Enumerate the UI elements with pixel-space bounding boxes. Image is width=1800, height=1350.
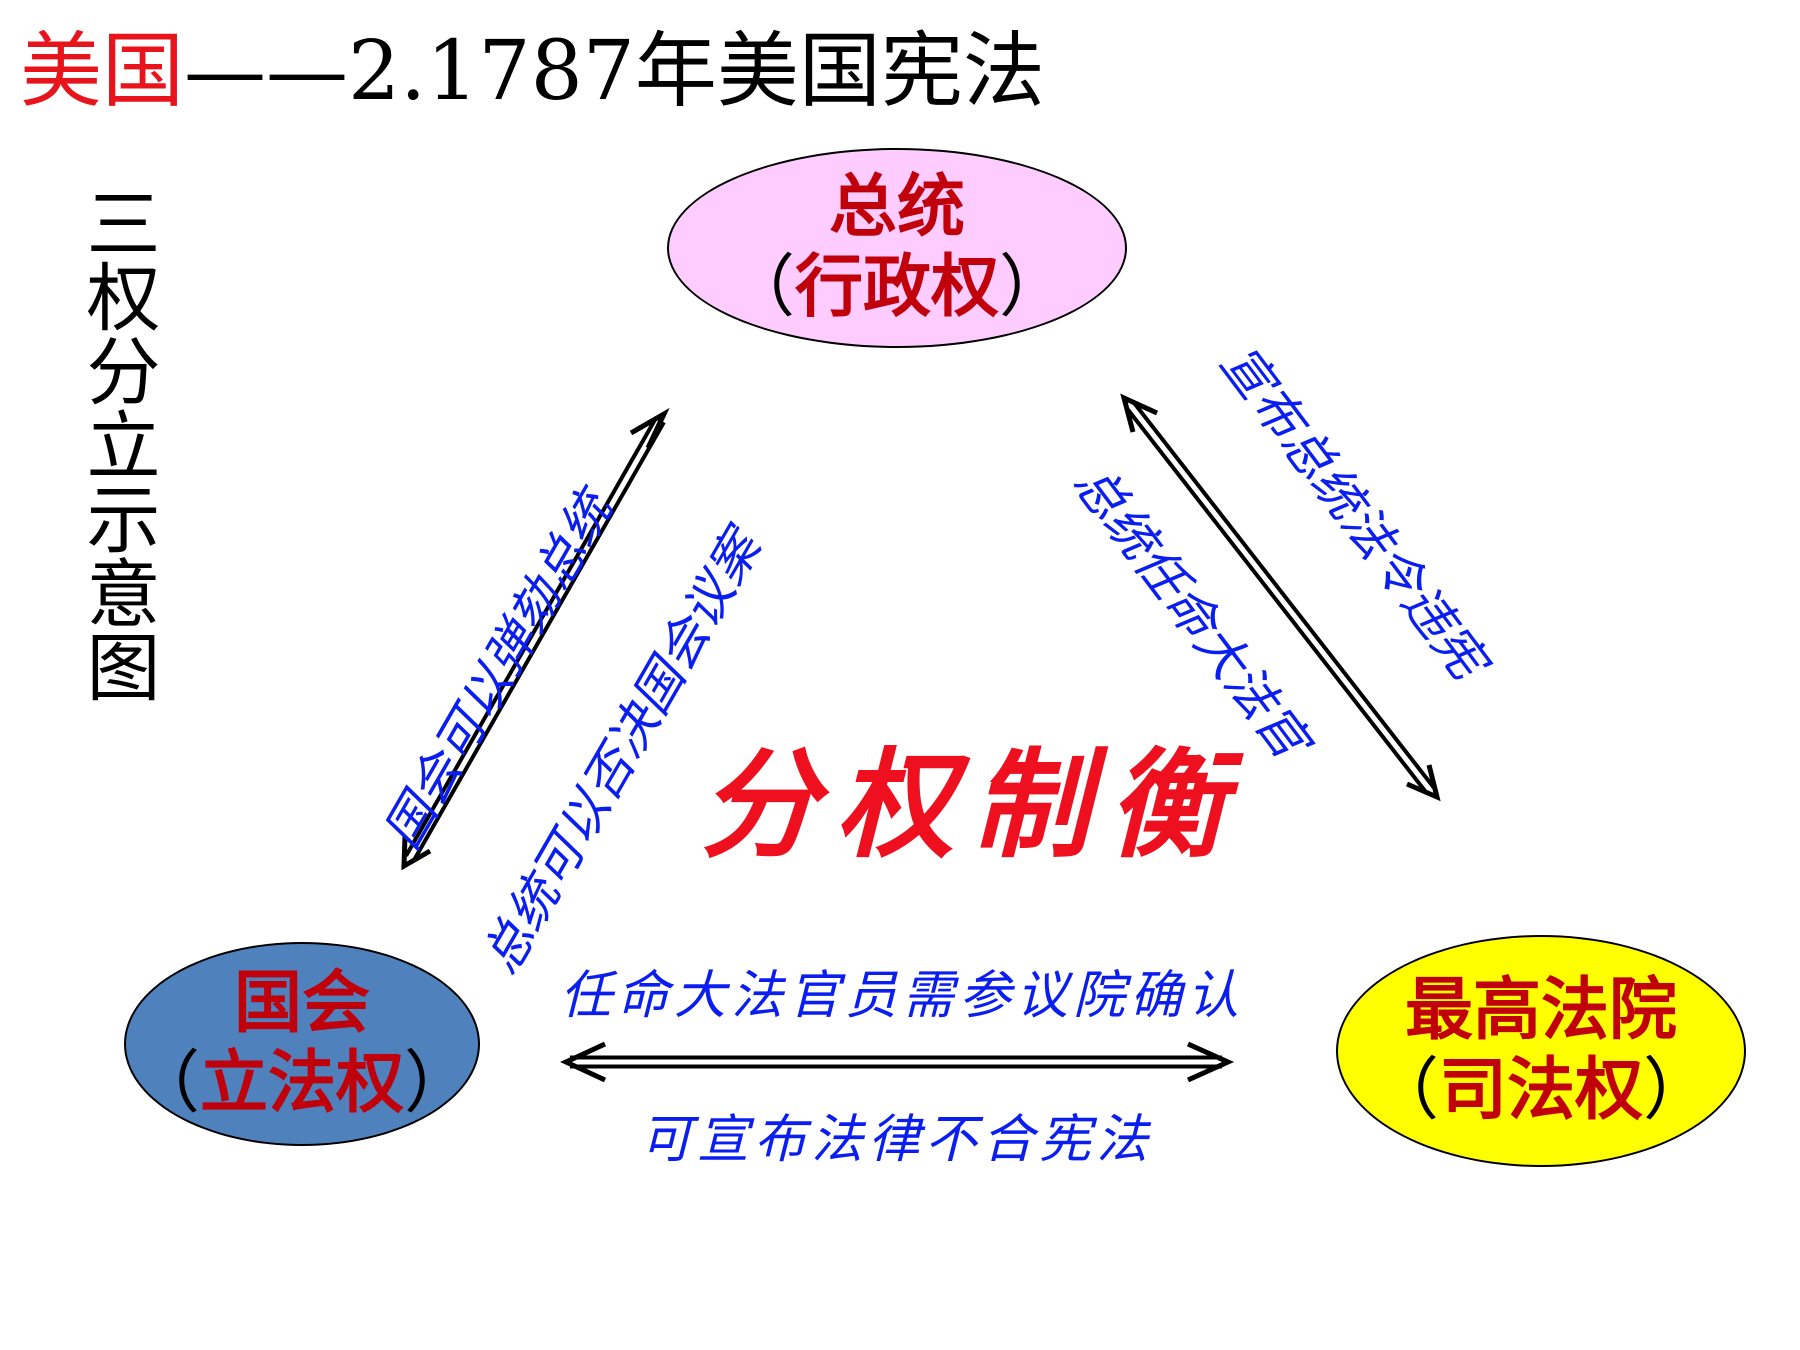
president-role: 行政权 <box>794 248 999 327</box>
title-country: 美国 <box>20 24 185 119</box>
paren-open: （ <box>726 248 795 327</box>
center-label: 分权制衡 <box>700 735 1245 874</box>
congress-role: 立法权 <box>199 1044 404 1123</box>
side-title: 三权分立示意图 <box>74 185 160 703</box>
court-role: 司法权 <box>1438 1051 1643 1130</box>
page-title: 美国——2.1787年美国宪法 <box>20 22 1045 122</box>
paren-open: （ <box>131 1044 200 1123</box>
court-node: 最高法院 （司法权） <box>1336 935 1746 1167</box>
president-node: 总统 （行政权） <box>667 148 1127 348</box>
court-name: 最高法院 <box>1404 971 1677 1050</box>
paren-close: ） <box>999 248 1068 327</box>
arrow-president-court <box>1120 393 1441 802</box>
arrow-congress-president <box>401 407 670 871</box>
arrow-congress-court <box>560 1041 1235 1083</box>
paren-close: ） <box>404 1044 473 1123</box>
paren-close: ） <box>1643 1051 1712 1130</box>
president-name: 总统 <box>828 168 965 247</box>
label-senate-confirm: 任命大法官员需参议院确认 <box>560 966 1245 1026</box>
paren-open: （ <box>1370 1051 1439 1130</box>
label-law-unconstitutional: 可宣布法律不合宪法 <box>640 1110 1154 1170</box>
title-rest: ——2.1787年美国宪法 <box>184 24 1045 119</box>
congress-node: 国会 （立法权） <box>124 942 480 1146</box>
congress-name: 国会 <box>233 964 370 1043</box>
